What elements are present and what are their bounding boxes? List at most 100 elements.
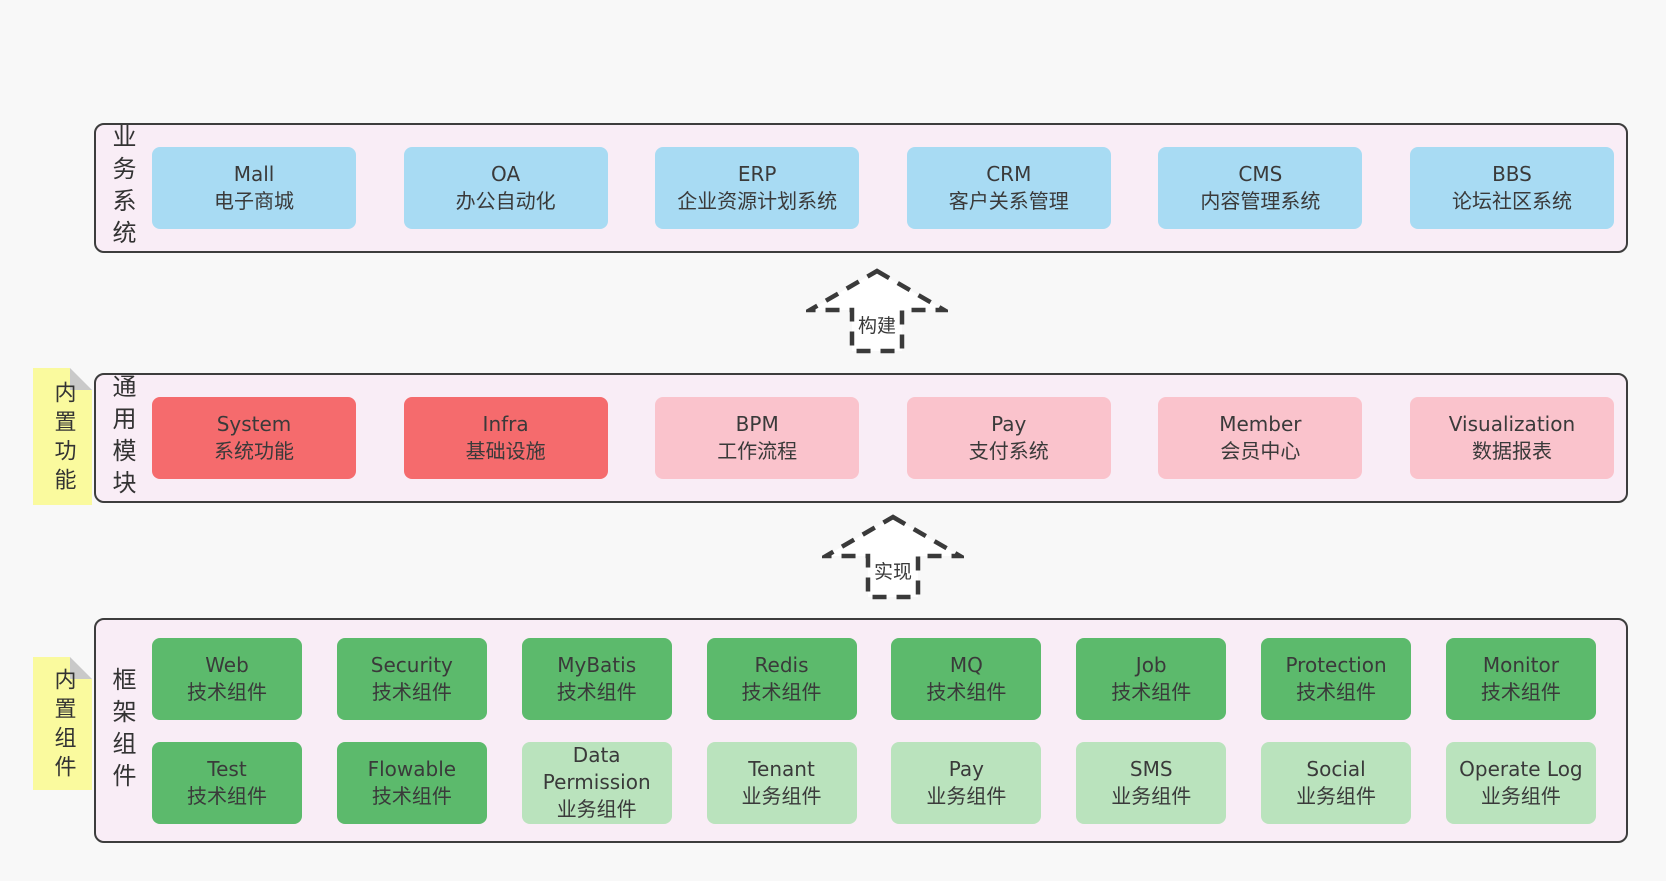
module-subtitle: 办公自动化 bbox=[455, 189, 556, 213]
sticky-note-builtin-features: 内置功能 bbox=[33, 368, 92, 505]
module-box-erp: ERP 企业资源计划系统 bbox=[655, 147, 860, 229]
module-subtitle: 内容管理系统 bbox=[1200, 189, 1321, 213]
folded-corner-icon bbox=[70, 657, 92, 679]
module-subtitle: 工作流程 bbox=[717, 439, 798, 463]
module-subtitle: 论坛社区系统 bbox=[1451, 189, 1572, 213]
module-title: Flowable bbox=[367, 756, 457, 781]
module-title: Mall bbox=[233, 162, 275, 186]
module-subtitle: 技术组件 bbox=[187, 783, 267, 808]
module-box-cms: CMS 内容管理系统 bbox=[1158, 147, 1363, 229]
module-subtitle: 支付系统 bbox=[968, 439, 1049, 463]
arrow-label: 实现 bbox=[870, 557, 916, 584]
module-title: Tenant bbox=[748, 756, 815, 781]
module-subtitle: 系统功能 bbox=[214, 439, 294, 463]
module-title: Operate Log bbox=[1459, 756, 1583, 781]
module-subtitle: 技术组件 bbox=[1480, 679, 1561, 704]
arrow-build: 构建 bbox=[806, 267, 948, 355]
band-label: 业务系统 bbox=[108, 124, 136, 252]
module-title: Protection bbox=[1285, 652, 1387, 677]
module-title: MyBatis bbox=[557, 652, 637, 677]
module-title: Member bbox=[1219, 412, 1302, 436]
module-title: Infra bbox=[482, 412, 529, 436]
module-title: Security bbox=[370, 652, 453, 677]
module-title: Monitor bbox=[1482, 652, 1559, 677]
module-subtitle: 电子商城 bbox=[214, 189, 294, 213]
module-title: Redis bbox=[754, 652, 809, 677]
module-subtitle: 业务组件 bbox=[1480, 783, 1561, 808]
module-box-bpm: BPM 工作流程 bbox=[655, 397, 860, 479]
module-subtitle: 客户关系管理 bbox=[948, 189, 1069, 213]
module-subtitle: 业务组件 bbox=[926, 783, 1007, 808]
module-title: System bbox=[216, 412, 292, 436]
module-title: Visualization bbox=[1448, 412, 1576, 436]
module-subtitle: 技术组件 bbox=[371, 783, 452, 808]
module-subtitle: 会员中心 bbox=[1220, 439, 1301, 463]
module-box-visualization: Visualization 数据报表 bbox=[1409, 397, 1614, 479]
band-business-systems: 业务系统 Mall 电子商城 OA 办公自动化 ERP 企业资源计划系统 CRM 客户关系管理… bbox=[94, 123, 1628, 253]
module-title: Pay bbox=[948, 756, 984, 781]
module-subtitle: 技术组件 bbox=[741, 679, 822, 704]
module-box-system: System 系统功能 bbox=[152, 397, 356, 479]
module-title: CMS bbox=[1238, 162, 1283, 186]
module-title: Job bbox=[1135, 652, 1167, 677]
folded-corner-icon bbox=[70, 368, 92, 390]
module-title: Social bbox=[1306, 756, 1366, 781]
module-box-oa: OA 办公自动化 bbox=[403, 147, 608, 229]
band-row: Mall 电子商城 OA 办公自动化 ERP 企业资源计划系统 CRM 客户关系管理 CMS 内容… bbox=[152, 147, 1614, 229]
band-rows: Mall 电子商城 OA 办公自动化 ERP 企业资源计划系统 CRM 客户关系管理 CMS 内容… bbox=[152, 125, 1614, 251]
module-subtitle: 业务组件 bbox=[741, 783, 822, 808]
sticky-text: 内置组件 bbox=[50, 668, 76, 785]
module-subtitle: 技术组件 bbox=[556, 679, 637, 704]
module-title: BBS bbox=[1492, 162, 1532, 186]
module-title: BPM bbox=[735, 412, 779, 436]
module-subtitle: 技术组件 bbox=[1296, 679, 1377, 704]
band-label: 通用模块 bbox=[108, 374, 136, 502]
module-subtitle: 数据报表 bbox=[1471, 439, 1552, 463]
module-title: SMS bbox=[1129, 756, 1173, 781]
band-label: 框架组件 bbox=[108, 666, 136, 795]
module-box-bbs: BBS 论坛社区系统 bbox=[1409, 147, 1614, 229]
module-subtitle: 技术组件 bbox=[187, 679, 267, 704]
module-subtitle: 企业资源计划系统 bbox=[677, 189, 838, 213]
module-title: MQ bbox=[949, 652, 983, 677]
module-title: CRM bbox=[986, 162, 1032, 186]
module-subtitle: 业务组件 bbox=[556, 797, 637, 821]
module-title: Web bbox=[205, 652, 249, 677]
module-subtitle: 技术组件 bbox=[1111, 679, 1192, 704]
module-title: OA bbox=[491, 162, 521, 186]
arrow-label: 构建 bbox=[854, 311, 900, 338]
module-box-mall: Mall 电子商城 bbox=[152, 147, 356, 229]
module-box-crm: CRM 客户关系管理 bbox=[906, 147, 1111, 229]
module-title: ERP bbox=[737, 162, 777, 186]
module-box-pay: Pay 支付系统 bbox=[906, 397, 1111, 479]
module-title: Pay bbox=[991, 412, 1027, 436]
module-box-member: Member 会员中心 bbox=[1158, 397, 1363, 479]
module-subtitle: 技术组件 bbox=[926, 679, 1007, 704]
module-subtitle: 业务组件 bbox=[1111, 783, 1192, 808]
module-subtitle: 业务组件 bbox=[1296, 783, 1377, 808]
module-subtitle: 技术组件 bbox=[371, 679, 452, 704]
